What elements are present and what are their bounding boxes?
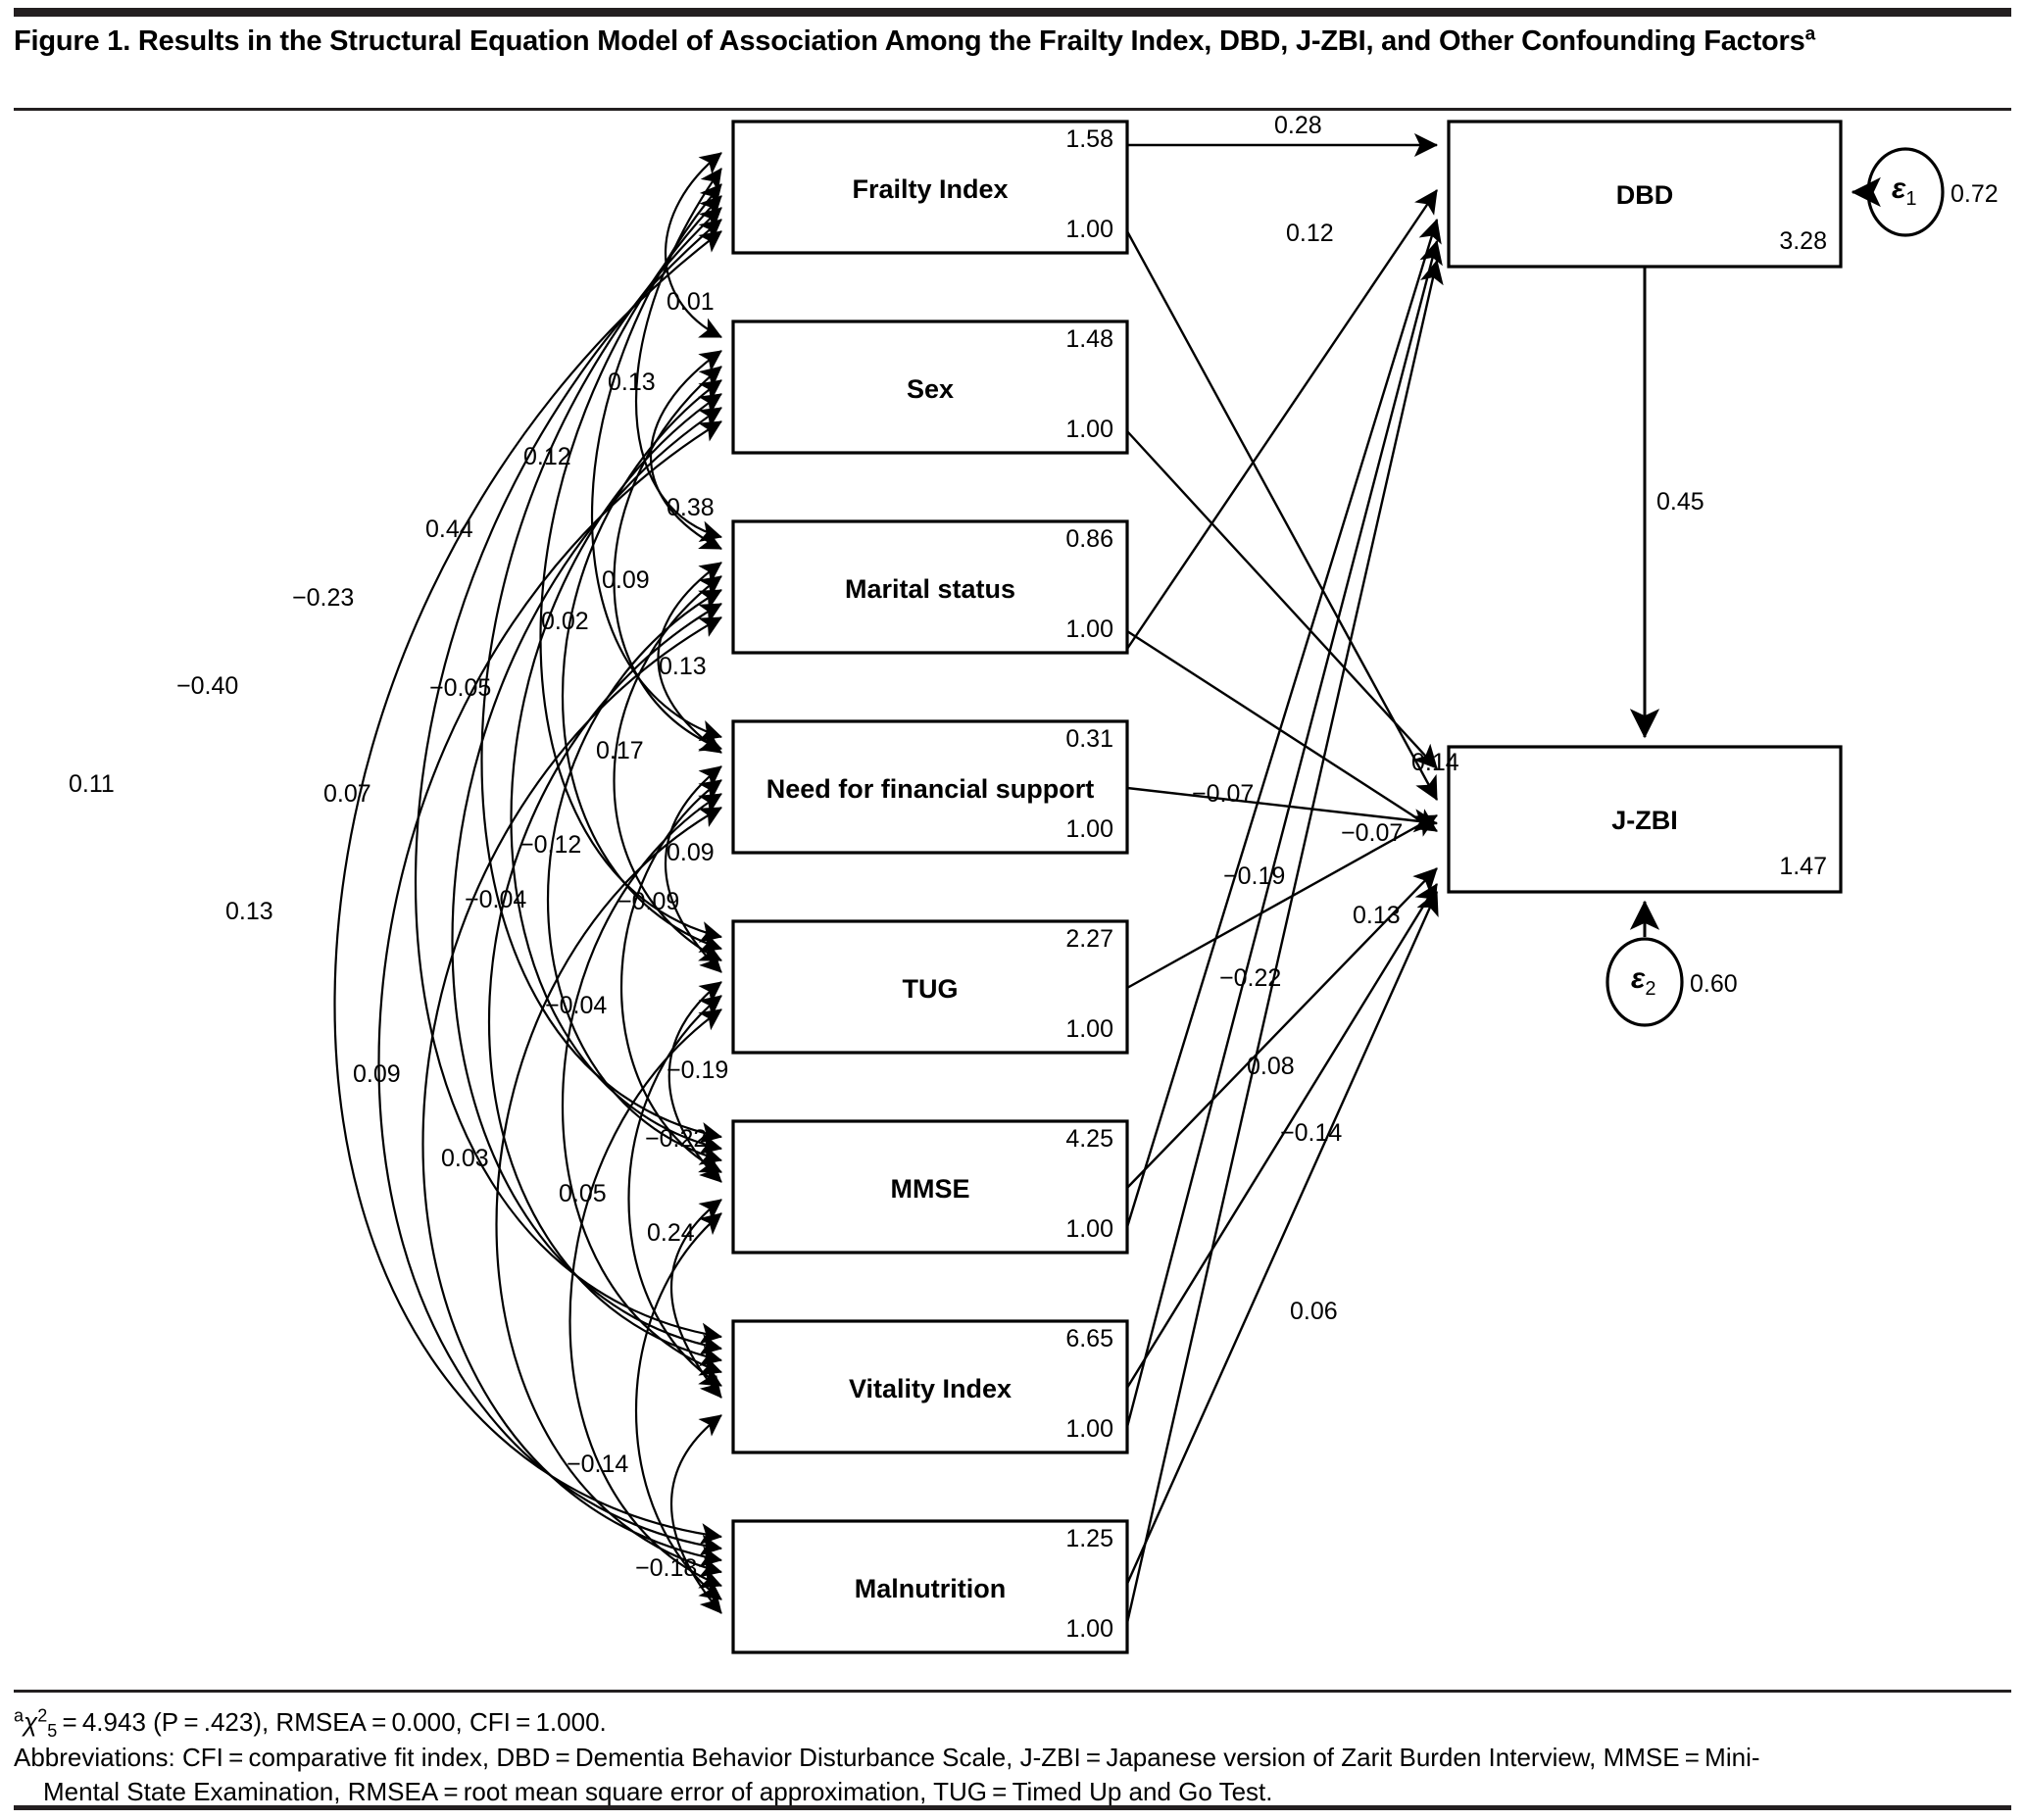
box-frailty xyxy=(731,120,1129,255)
figure-footnotes: aχ25 = 4.943 (P = .423), RMSEA = 0.000, … xyxy=(14,1705,2003,1808)
path-vitality-jzbi xyxy=(1125,883,1439,1389)
cov-vitality-malnutrition xyxy=(670,1414,722,1614)
path-vitality-dbd-b xyxy=(1125,239,1443,1428)
box-jzbi xyxy=(1447,745,1843,894)
chi-subscript: 5 xyxy=(47,1721,58,1742)
footnote-statistics: aχ25 = 4.943 (P = .423), RMSEA = 0.000, … xyxy=(14,1705,2003,1742)
cov-financial-mmse xyxy=(619,779,722,1173)
box-sex xyxy=(731,320,1129,455)
box-financial xyxy=(731,719,1129,855)
cov-frailty-tug xyxy=(539,195,722,943)
cov-sex-tug xyxy=(561,379,722,953)
cov-frailty-malnutrition xyxy=(333,230,722,1546)
cov-sex-malnutrition xyxy=(377,420,722,1556)
cov-marital-vitality xyxy=(488,603,722,1367)
cov-sex-marital xyxy=(649,350,722,550)
epsilon-glyph-1: ε xyxy=(1892,172,1906,205)
box-malnutrition xyxy=(731,1519,1129,1654)
footnote-marker-a: a xyxy=(14,1705,25,1726)
title-footnote-marker: a xyxy=(1804,24,1816,45)
cov-mmse-malnutrition xyxy=(635,1212,722,1600)
figure-title-text: Figure 1. Results in the Structural Equa… xyxy=(14,25,1805,57)
box-marital xyxy=(731,519,1129,655)
box-dbd xyxy=(1447,120,1843,269)
bottom-rule xyxy=(14,1805,2011,1810)
cov-tug-mmse xyxy=(667,981,722,1183)
cov-frailty-mmse xyxy=(480,207,722,1144)
path-financial-jzbi xyxy=(1126,786,1439,833)
chi-superscript: 2 xyxy=(37,1705,48,1726)
figure-title: Figure 1. Results in the Structural Equa… xyxy=(14,24,1994,60)
footnote-stat-text: = 4.943 (P = .423), RMSEA = 0.000, CFI =… xyxy=(57,1707,607,1737)
sem-path-diagram: Frailty Index 1.58 1.00 Sex 1.48 1.00 Ma… xyxy=(0,94,2025,1682)
error-symbol-e2: ε2 xyxy=(1631,962,1655,1001)
box-vitality xyxy=(731,1319,1129,1454)
cov-frailty-vitality xyxy=(414,219,722,1345)
cov-frailty-marital xyxy=(635,168,722,543)
box-mmse xyxy=(731,1119,1129,1254)
path-malnutrition-dbd xyxy=(1125,259,1444,1624)
error-value-e1: 0.72 xyxy=(1951,180,1999,208)
error-circle-e2 xyxy=(1605,937,1684,1027)
covariance-curves xyxy=(333,152,722,1614)
epsilon-glyph-2: ε xyxy=(1631,962,1646,995)
abbr-label: Abbreviations: xyxy=(14,1743,175,1773)
box-tug xyxy=(731,919,1129,1055)
epsilon-sub-1: 1 xyxy=(1905,188,1917,210)
cov-sex-vitality xyxy=(451,407,722,1355)
epsilon-sub-2: 2 xyxy=(1645,978,1656,1000)
path-malnutrition-jzbi xyxy=(1125,890,1439,1585)
error-symbol-e1: ε1 xyxy=(1892,172,1916,211)
path-frailty-jzbi xyxy=(1125,230,1439,801)
title-bottom-rule xyxy=(14,108,2011,111)
path-sex-jzbi xyxy=(1126,430,1438,769)
top-rule xyxy=(14,8,2011,17)
cov-marital-malnutrition xyxy=(421,616,722,1567)
path-tug-jzbi xyxy=(1126,813,1438,990)
abbr-line-2: Mental State Examination, RMSEA = root m… xyxy=(43,1776,1273,1806)
cov-sex-financial xyxy=(613,366,722,752)
diagram-canvas xyxy=(333,120,1945,1654)
path-marital-dbd xyxy=(1126,189,1438,650)
cov-frailty-financial xyxy=(590,183,722,742)
cov-tug-malnutrition xyxy=(568,1008,722,1589)
cov-financial-tug xyxy=(665,765,722,973)
cov-marital-tug xyxy=(613,575,722,961)
path-mmse-dbd-b xyxy=(1125,218,1442,1228)
variable-boxes xyxy=(731,120,1843,1654)
path-marital-jzbi xyxy=(1126,629,1438,833)
chi-symbol: χ xyxy=(24,1707,38,1737)
cov-frailty-sex xyxy=(665,152,722,338)
error-value-e2: 0.60 xyxy=(1690,970,1738,998)
cov-financial-malnutrition xyxy=(495,807,722,1578)
path-mmse-jzbi xyxy=(1126,867,1438,1189)
abbr-line-1: CFI = comparative fit index, DBD = Demen… xyxy=(174,1743,1760,1773)
cov-marital-mmse xyxy=(546,589,722,1165)
cov-tug-vitality xyxy=(627,995,722,1387)
footnote-top-rule xyxy=(14,1690,2011,1693)
footnote-abbreviations: Abbreviations: CFI = comparative fit ind… xyxy=(14,1741,2003,1808)
